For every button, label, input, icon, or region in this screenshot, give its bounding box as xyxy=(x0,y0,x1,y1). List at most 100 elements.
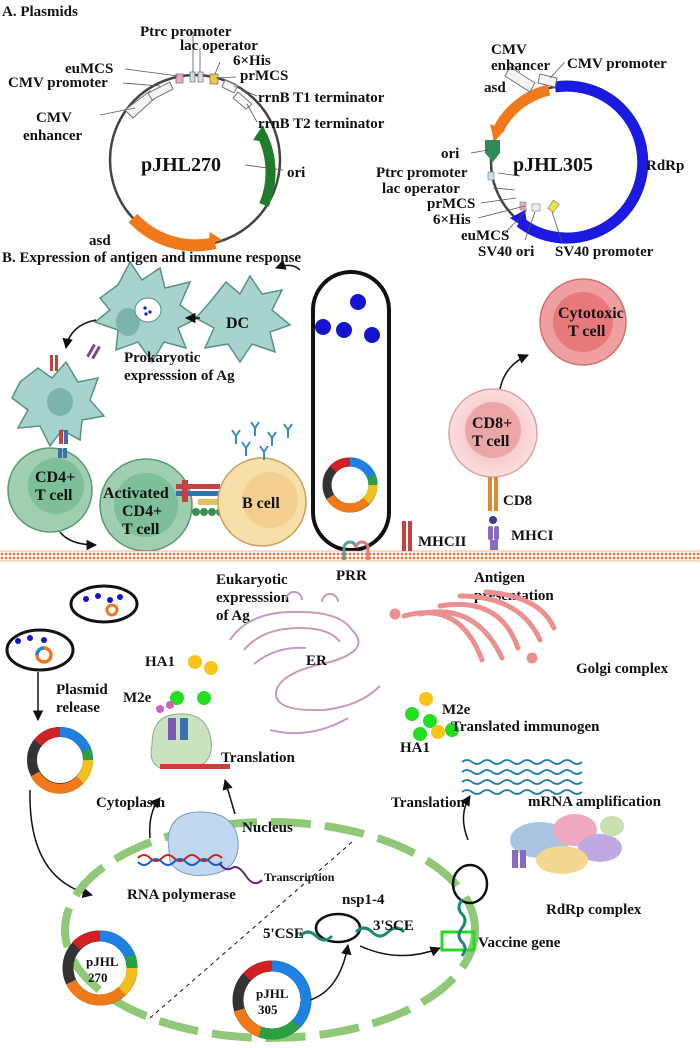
label-mhci: MHCI xyxy=(511,528,554,544)
ori-region xyxy=(257,132,276,207)
rrnb-t1-element xyxy=(221,79,239,94)
pjhl270-leader-lines xyxy=(99,32,284,171)
label-cd8-tcell: T cell xyxy=(472,433,510,450)
label-eumcs: euMCS xyxy=(65,61,113,77)
label-cmv-promoter: CMV promoter xyxy=(567,56,667,72)
label-ori: ori xyxy=(441,146,459,162)
golgi-complex xyxy=(389,589,557,664)
arrow-nucleus-to-translation xyxy=(222,778,236,815)
lac-element xyxy=(197,71,204,83)
label-translation-right: Translation xyxy=(391,795,466,811)
label-3sce: 3'SCE xyxy=(373,918,414,934)
dendritic-cell-1 xyxy=(93,260,200,364)
rdrp-gene xyxy=(516,80,649,244)
ribosome xyxy=(150,701,230,769)
label-prokaryotic-expression: expresssion of Ag xyxy=(124,368,235,384)
ptrc-element xyxy=(487,171,495,181)
label-eumcs: euMCS xyxy=(461,228,509,244)
plasmid-name-pjhl270: pJHL270 xyxy=(141,154,221,176)
label-cmv: CMV xyxy=(491,42,527,58)
eumcs-element xyxy=(175,73,184,84)
label-lac-operator: lac operator xyxy=(180,38,258,54)
label-ptrc-promoter: Ptrc promoter xyxy=(140,24,232,40)
plasmid-name-pjhl305: pJHL305 xyxy=(513,154,593,176)
label-prmcs: prMCS xyxy=(427,196,475,212)
arrow-dc-from-bacterium xyxy=(275,259,301,271)
label-ori: ori xyxy=(287,165,305,181)
label-eukaryotic-expression: expresssion xyxy=(216,590,290,606)
label-rrnb-t2: rrnB T2 terminator xyxy=(258,116,385,132)
label-prokaryotic: Prokaryotic xyxy=(124,350,201,366)
label-prmcs: prMCS xyxy=(240,68,288,84)
antigen-particles-left xyxy=(170,655,218,705)
label-cd8: CD8 xyxy=(503,493,532,509)
endoplasmic-reticulum xyxy=(229,591,381,735)
arrow-dc-to-presenting xyxy=(62,319,97,350)
cd4-t-cell: CD4+ T cell xyxy=(7,447,93,533)
label-pjhl305-b: 305 xyxy=(258,1002,278,1017)
section-b-title: B. Expression of antigen and immune resp… xyxy=(2,250,301,266)
bacterium xyxy=(311,270,391,552)
label-mhcii: MHCII xyxy=(418,534,466,550)
label-activated: Activated xyxy=(103,485,169,502)
label-rdrp: RdRp xyxy=(646,158,684,174)
bacterium-small-1 xyxy=(69,584,139,624)
arrow-to-translation xyxy=(460,795,471,841)
antigen-particles-right xyxy=(405,692,459,741)
arrow-cd4-activation xyxy=(59,531,98,551)
label-pjhl270-b: 270 xyxy=(88,970,108,985)
pjhl305-leader-lines xyxy=(470,61,566,243)
label-ha1-right: HA1 xyxy=(400,740,430,756)
rdrp-arrowhead xyxy=(510,210,528,230)
label-6xhis: 6×His xyxy=(233,53,271,69)
label-lac-operator: lac operator xyxy=(382,181,460,197)
label-cmv-promoter: CMV promoter xyxy=(8,75,108,91)
label-rdrp-complex: RdRp complex xyxy=(546,902,642,918)
arrow-305-transcription xyxy=(309,943,352,1001)
nuclear-plasmid-305: pJHL 305 xyxy=(232,960,312,1040)
ori-arrowhead xyxy=(253,125,270,143)
label-translation-left: Translation xyxy=(221,750,296,766)
plasmid-pjhl305: CMV enhancer CMV promoter asd ori pJHL30… xyxy=(376,42,684,260)
label-6xhis: 6×His xyxy=(433,212,471,228)
label-sv40-promoter: SV40 promoter xyxy=(555,244,654,260)
activated-cd4-t-cell: Activated CD4+ T cell xyxy=(99,458,193,552)
cmv-enhancer-element xyxy=(504,66,536,93)
label-transcription: Transcription xyxy=(264,870,335,884)
prr-receptor xyxy=(342,540,370,560)
cd8-receptor xyxy=(488,477,498,524)
label-eukaryotic-ag: of Ag xyxy=(216,608,250,624)
label-cd8-plus: CD8+ xyxy=(472,415,512,432)
label-cytoplasm: Cytoplasm xyxy=(96,795,166,811)
label-mrna-amplification: mRNA amplification xyxy=(528,794,662,810)
prmcs-element xyxy=(209,73,219,85)
nuclear-plasmid-270: pJHL 270 xyxy=(62,930,138,1006)
prmcs-element xyxy=(547,199,560,213)
label-sv40-ori: SV40 ori xyxy=(478,244,534,260)
label-nsp: nsp1-4 xyxy=(342,892,385,908)
dendritic-cell-dc: DC xyxy=(194,274,292,364)
label-translated-immunogen: Translated immunogen xyxy=(451,719,600,735)
plasmid-pjhl270: Ptrc promoter lac operator 6×His prMCS r… xyxy=(8,24,385,252)
label-asd: asd xyxy=(89,233,111,249)
label-cytotoxic-tcell: T cell xyxy=(568,323,606,340)
cmv-promoter-element xyxy=(537,73,558,88)
label-nucleus: Nucleus xyxy=(242,820,293,836)
arrow-to-nucleus xyxy=(29,789,94,898)
label-cd4-tcell: T cell xyxy=(35,487,73,504)
label-prr: PRR xyxy=(336,568,367,584)
asd-gene xyxy=(493,84,551,133)
label-5cse: 5'CSE xyxy=(263,926,304,942)
label-m2e-right: M2e xyxy=(442,702,471,718)
label-enhancer: enhancer xyxy=(491,58,551,74)
mhcii-receptor xyxy=(402,521,412,551)
section-a-title: A. Plasmids xyxy=(2,4,78,20)
label-cmv-enhancer-1: CMV xyxy=(36,110,72,126)
label-ptrc-promoter: Ptrc promoter xyxy=(376,165,468,181)
label-asd: asd xyxy=(484,80,506,96)
ptrc-element xyxy=(189,71,196,83)
label-cmv-enhancer-2: enhancer xyxy=(23,128,83,144)
replicon-rna xyxy=(298,912,406,944)
cell-membrane xyxy=(0,551,700,561)
